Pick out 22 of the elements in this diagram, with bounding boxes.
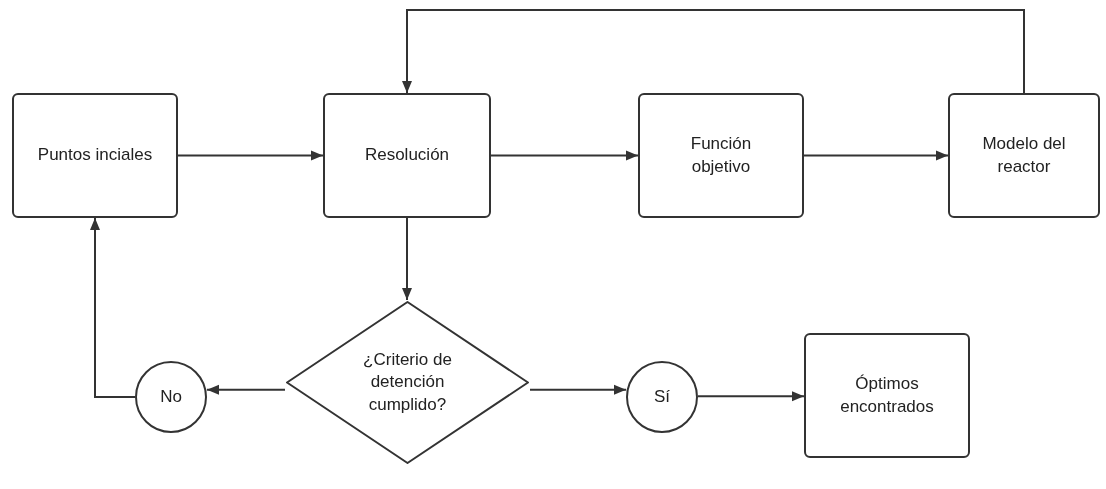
node-label: ¿Criterio de detención cumplido? [362, 349, 453, 416]
arrow [402, 9, 1025, 94]
arrow [803, 150, 949, 161]
process-box [323, 93, 491, 218]
node-label: Función objetivo [689, 133, 753, 178]
node-label: Modelo del reactor [981, 133, 1067, 178]
arrow [90, 217, 136, 398]
node-label: Óptimos encontrados [839, 373, 935, 418]
arrow [490, 150, 639, 161]
arrow [529, 384, 627, 395]
arrow [206, 384, 286, 395]
process-box [12, 93, 178, 218]
process-box [948, 93, 1100, 218]
arrow [402, 217, 412, 301]
node-label: Puntos inciales [36, 144, 154, 167]
node-label: Sí [652, 385, 672, 408]
arrow [697, 391, 805, 402]
process-box [804, 333, 970, 458]
node-label: No [159, 385, 183, 408]
process-box [638, 93, 804, 218]
arrow [177, 150, 324, 161]
node-label: Resolución [363, 144, 451, 167]
